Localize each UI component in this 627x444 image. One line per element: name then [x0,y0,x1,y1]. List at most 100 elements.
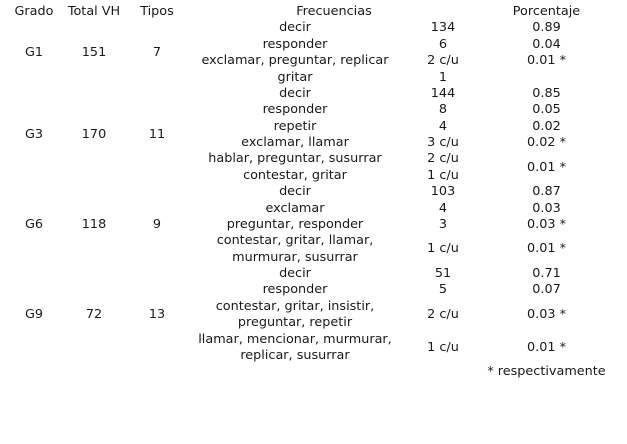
cell-frecuencia-valor: 8 [438,102,448,118]
column-header-total-vh: Total VH [67,4,121,19]
table-row: hablar, preguntar, susurrar 2 c/u 0.01 * [8,151,611,174]
cell-frecuencia-valor: 51 [434,266,452,281]
cell-porcentaje: 0.03 * [527,216,566,232]
cell-porcentaje: 0.01 * [527,53,566,69]
table-row: exclamar 4 0.03 [8,201,611,217]
cell-tipos: 11 [148,126,166,142]
cell-tipos: 9 [152,216,162,232]
cell-frecuencia-valor: 1 c/u [427,241,459,257]
cell-total-vh: 72 [85,306,103,322]
cell-frecuencia-valor: 144 [430,85,456,101]
table-row: contestar, gritar 1 c/u [8,168,611,184]
cell-frecuencia-valor: 1 [438,69,448,85]
cell-porcentaje: 0.01 * [527,159,566,175]
cell-frecuencia: gritar [277,69,313,85]
cell-porcentaje: 0.05 [532,102,561,118]
column-header-frecuencias: Frecuencias [296,4,372,19]
cell-porcentaje: 0.89 [532,20,561,36]
cell-grado-g9: G9 [24,306,44,322]
cell-frecuencia-valor: 3 [438,216,448,232]
cell-grado-g3: G3 [24,126,44,142]
column-header-grado: Grado [14,4,54,19]
cell-frecuencia: decir [279,20,311,36]
footnote-row: * respectivamente [8,364,611,380]
table-row: contestar, gritar, insistir, preguntar, … [8,299,611,332]
cell-porcentaje: 0.85 [532,85,561,101]
table-row: responder 8 0.05 [8,102,611,118]
table-header-row: Grado Total VH Tipos Frecuencias Porcentaje [8,4,611,20]
cell-porcentaje: 0.03 [532,200,561,216]
cell-porcentaje: 0.03 * [527,306,566,322]
table-row: llamar, mencionar, murmurar, replicar, s… [8,332,611,365]
cell-frecuencia-valor: 2 c/u [427,53,459,69]
rule-cell [482,381,611,386]
cell-frecuencia-valor: 4 [438,200,448,216]
table-row: G1 151 7 decir 134 0.89 [8,20,611,60]
cell-frecuencia: responder [262,102,328,118]
cell-frecuencia-valor: 5 [438,282,448,298]
table-row: G9 72 13 decir 51 0.71 [8,266,611,322]
cell-frecuencia: contestar, gritar, insistir, preguntar, … [215,298,375,331]
table-row: gritar 1 [8,70,611,86]
cell-porcentaje: 0.87 [532,184,561,200]
cell-frecuencia: responder [262,36,328,52]
rule-cell [404,381,482,386]
cell-frecuencia-valor: 2 c/u [427,151,459,167]
column-header-porcentaje: Porcentaje [512,4,581,19]
cell-frecuencia-valor: 1 c/u [427,167,459,183]
table-row: repetir 4 0.02 [8,119,611,135]
rule-cell [8,381,60,386]
rule-cell [186,381,404,386]
cell-porcentaje: 0.01 * [527,339,566,355]
table-row: preguntar, responder 3 0.03 * [8,217,611,233]
cell-frecuencia: contestar, gritar [243,167,347,183]
cell-frecuencia-valor: 134 [430,20,456,36]
cell-grado-g1: G1 [24,44,44,60]
cell-frecuencia-valor: 103 [430,184,456,200]
table-row: exclamar, llamar 3 c/u 0.02 * [8,135,611,151]
cell-total-vh: 118 [81,216,107,232]
cell-frecuencia: responder [262,282,328,298]
cell-frecuencia: preguntar, responder [226,216,364,232]
footnote-text: * respectivamente [487,364,606,380]
cell-total-vh: 151 [81,44,107,60]
cell-frecuencia-valor: 2 c/u [427,306,459,322]
cell-porcentaje: 0.71 [532,266,561,281]
table-row: responder 5 0.07 [8,282,611,298]
cell-tipos: 13 [148,306,166,322]
cell-porcentaje: 0.02 [532,118,561,134]
cell-frecuencia-valor: 6 [438,36,448,52]
cell-porcentaje: 0.02 * [527,135,566,150]
table-row: contestar, gritar, llamar, murmurar, sus… [8,233,611,266]
cell-porcentaje [482,70,611,86]
cell-frecuencia: decir [279,184,311,200]
cell-porcentaje: 0.07 [532,282,561,298]
footnote-spacer [8,364,482,380]
cell-frecuencia: exclamar [265,200,325,216]
cell-total-vh: 170 [81,126,107,142]
cell-frecuencia: decir [279,266,311,281]
cell-frecuencia: repetir [273,118,317,134]
cell-porcentaje: 0.01 * [527,241,566,257]
rule-cell [128,381,186,386]
cell-tipos: 7 [152,44,162,60]
table-row: G6 118 9 decir 103 0.87 [8,184,611,232]
cell-frecuencia: decir [279,85,311,101]
cell-frecuencia-valor: 3 c/u [427,135,459,150]
column-header-tipos: Tipos [140,4,174,19]
cell-frecuencia-valor: 4 [438,118,448,134]
cell-frecuencia: hablar, preguntar, susurrar [208,151,382,167]
cell-porcentaje: 0.04 [532,36,561,52]
cell-frecuencia-valor: 1 c/u [427,339,459,355]
cell-frecuencia: exclamar, llamar [241,135,349,150]
table-row: responder 6 0.04 [8,37,611,53]
rule-cell [60,381,128,386]
cell-frecuencia: contestar, gritar, llamar, murmurar, sus… [216,233,374,265]
table-row: G3 170 11 decir 144 0.85 [8,85,611,142]
cell-frecuencia: exclamar, preguntar, replicar [201,53,389,69]
table-row: exclamar, preguntar, replicar 2 c/u 0.01 * [8,53,611,69]
cell-grado-g6: G6 [24,216,44,232]
